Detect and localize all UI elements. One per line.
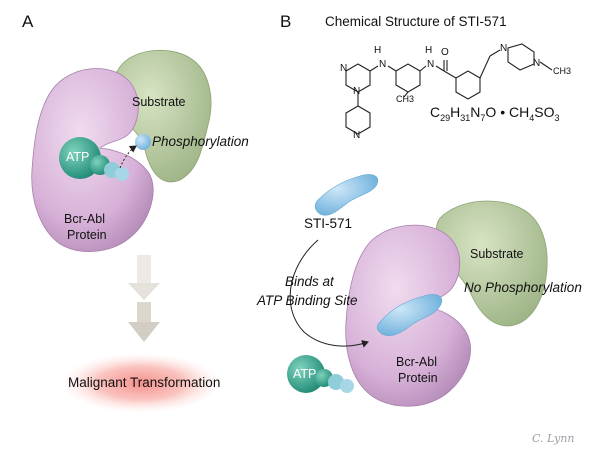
atp-a-molecule <box>59 137 129 181</box>
phosphorylation-arrow <box>119 145 137 169</box>
substrate-a-label: Substrate <box>132 95 186 109</box>
atom-n-right: N <box>427 59 435 70</box>
atom-n-ring2: N <box>353 86 361 97</box>
artist-signature: C. Lynn <box>532 432 575 445</box>
panel-b-label: B <box>280 12 292 31</box>
transformation-arrow <box>128 255 160 342</box>
sti-571-bound <box>376 294 443 336</box>
atom-n-piperazine1: N <box>500 43 508 54</box>
atp-b-molecule <box>287 355 354 393</box>
sti-571-molecule <box>314 174 379 216</box>
atp-b-label: ATP <box>293 367 317 381</box>
binds-label-line2: ATP Binding Site <box>257 293 358 308</box>
bcr-abl-b-label-line1: Bcr-Abl <box>396 355 437 369</box>
binding-arrow <box>289 239 369 348</box>
malignant-transformation-label: Malignant Transformation <box>68 375 221 390</box>
atom-n-pyridine: N <box>353 130 361 141</box>
bcr-abl-a-label-line2: Protein <box>67 228 107 242</box>
sti-571-label: STI-571 <box>304 216 353 231</box>
atom-n-piperazine2: N <box>533 58 541 69</box>
atp-a-label: ATP <box>66 150 90 164</box>
phosphorylation-label: Phosphorylation <box>152 134 249 149</box>
no-phosphorylation-label: No Phosphorylation <box>464 280 582 295</box>
atom-n-ring1: N <box>340 63 348 74</box>
chemical-structure <box>345 43 553 135</box>
atom-h-right: H <box>425 45 433 56</box>
atom-ch3-low: CH3 <box>396 94 415 104</box>
bcr-abl-a-label-line1: Bcr-Abl <box>64 212 105 226</box>
atom-n-left: N <box>379 59 387 70</box>
structure-title: Chemical Structure of STI-571 <box>325 14 507 29</box>
atom-ch3-right: CH3 <box>553 66 572 76</box>
binds-label-line1: Binds at <box>285 274 334 289</box>
atom-o: O <box>441 47 449 58</box>
substrate-b-label: Substrate <box>470 247 524 261</box>
panel-a-label: A <box>22 12 34 31</box>
molecular-formula: C29H31N7O • CH4SO3 <box>430 104 560 123</box>
malignant-glow <box>61 353 221 413</box>
bcr-abl-b-label-line2: Protein <box>398 371 438 385</box>
phosphate-a <box>135 134 151 150</box>
atom-h-left: H <box>374 45 382 56</box>
